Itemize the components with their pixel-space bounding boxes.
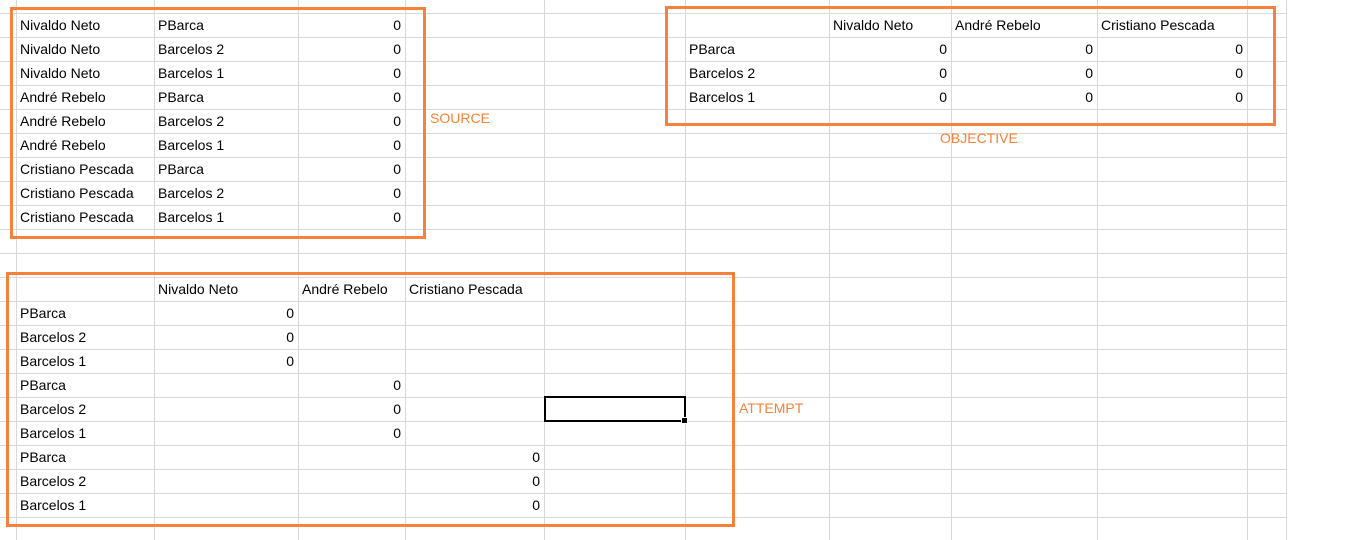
objective-value-cell[interactable]: 0: [1235, 89, 1243, 105]
source-value-cell[interactable]: 0: [393, 113, 401, 129]
source-name-cell[interactable]: André Rebelo: [20, 137, 106, 153]
source-label: SOURCE: [430, 110, 490, 126]
column-gridline: [16, 0, 17, 540]
attempt-value-cell[interactable]: 0: [393, 401, 401, 417]
objective-value-cell[interactable]: 0: [1085, 89, 1093, 105]
source-name-cell[interactable]: Cristiano Pescada: [20, 185, 134, 201]
source-name-cell[interactable]: Nivaldo Neto: [20, 65, 101, 81]
fill-handle[interactable]: [681, 417, 688, 424]
selected-cell[interactable]: [544, 396, 688, 424]
attempt-header-cell[interactable]: André Rebelo: [302, 281, 388, 297]
column-gridline: [829, 0, 830, 540]
source-value-cell[interactable]: 0: [393, 89, 401, 105]
column-gridline: [298, 0, 299, 540]
objective-header-cell[interactable]: André Rebelo: [955, 17, 1041, 33]
attempt-value-cell[interactable]: 0: [286, 353, 294, 369]
source-name-cell[interactable]: Nivaldo Neto: [20, 17, 101, 33]
source-name-cell[interactable]: Cristiano Pescada: [20, 161, 134, 177]
attempt-value-cell[interactable]: 0: [532, 449, 540, 465]
attempt-row-label[interactable]: Barcelos 1: [20, 425, 87, 441]
source-value-cell[interactable]: 0: [393, 185, 401, 201]
attempt-row-label[interactable]: Barcelos 2: [20, 473, 87, 489]
objective-row-label[interactable]: Barcelos 2: [689, 65, 756, 81]
source-location-cell[interactable]: Barcelos 2: [158, 41, 225, 57]
column-gridline: [951, 0, 952, 540]
column-gridline: [1286, 0, 1287, 540]
objective-row-label[interactable]: Barcelos 1: [689, 89, 756, 105]
source-box: [10, 7, 426, 239]
source-location-cell[interactable]: PBarca: [158, 161, 204, 177]
source-name-cell[interactable]: Nivaldo Neto: [20, 41, 101, 57]
column-gridline: [685, 0, 686, 540]
objective-header-cell[interactable]: Cristiano Pescada: [1101, 17, 1215, 33]
attempt-value-cell[interactable]: 0: [393, 425, 401, 441]
source-location-cell[interactable]: PBarca: [158, 89, 204, 105]
source-location-cell[interactable]: Barcelos 2: [158, 113, 225, 129]
objective-row-label[interactable]: PBarca: [689, 41, 735, 57]
source-location-cell[interactable]: PBarca: [158, 17, 204, 33]
attempt-row-label[interactable]: Barcelos 2: [20, 329, 87, 345]
attempt-row-label[interactable]: PBarca: [20, 305, 66, 321]
column-gridline: [544, 0, 545, 540]
source-value-cell[interactable]: 0: [393, 41, 401, 57]
attempt-value-cell[interactable]: 0: [286, 305, 294, 321]
attempt-row-label[interactable]: Barcelos 1: [20, 353, 87, 369]
source-value-cell[interactable]: 0: [393, 65, 401, 81]
column-gridline: [1247, 0, 1248, 540]
attempt-row-label[interactable]: Barcelos 1: [20, 497, 87, 513]
source-value-cell[interactable]: 0: [393, 209, 401, 225]
objective-value-cell[interactable]: 0: [939, 65, 947, 81]
objective-value-cell[interactable]: 0: [1235, 41, 1243, 57]
source-location-cell[interactable]: Barcelos 1: [158, 209, 225, 225]
source-value-cell[interactable]: 0: [393, 161, 401, 177]
source-name-cell[interactable]: André Rebelo: [20, 89, 106, 105]
attempt-row-label[interactable]: Barcelos 2: [20, 401, 87, 417]
column-gridline: [154, 0, 155, 540]
source-name-cell[interactable]: Cristiano Pescada: [20, 209, 134, 225]
objective-value-cell[interactable]: 0: [939, 89, 947, 105]
attempt-row-label[interactable]: PBarca: [20, 377, 66, 393]
attempt-value-cell[interactable]: 0: [532, 497, 540, 513]
objective-label: OBJECTIVE: [940, 130, 1018, 146]
source-value-cell[interactable]: 0: [393, 137, 401, 153]
attempt-value-cell[interactable]: 0: [532, 473, 540, 489]
attempt-header-cell[interactable]: Nivaldo Neto: [158, 281, 239, 297]
attempt-value-cell[interactable]: 0: [286, 329, 294, 345]
attempt-value-cell[interactable]: 0: [393, 377, 401, 393]
attempt-row-label[interactable]: PBarca: [20, 449, 66, 465]
spreadsheet-grid[interactable]: [0, 0, 1286, 540]
objective-box: [665, 6, 1276, 126]
objective-value-cell[interactable]: 0: [1085, 65, 1093, 81]
source-location-cell[interactable]: Barcelos 1: [158, 65, 225, 81]
objective-value-cell[interactable]: 0: [1085, 41, 1093, 57]
source-location-cell[interactable]: Barcelos 1: [158, 137, 225, 153]
objective-header-cell[interactable]: Nivaldo Neto: [833, 17, 914, 33]
source-value-cell[interactable]: 0: [393, 17, 401, 33]
attempt-label: ATTEMPT: [739, 400, 804, 416]
attempt-header-cell[interactable]: Cristiano Pescada: [409, 281, 523, 297]
attempt-box: [6, 272, 735, 527]
source-location-cell[interactable]: Barcelos 2: [158, 185, 225, 201]
objective-value-cell[interactable]: 0: [1235, 65, 1243, 81]
column-gridline: [405, 0, 406, 540]
source-name-cell[interactable]: André Rebelo: [20, 113, 106, 129]
column-gridline: [1097, 0, 1098, 540]
objective-value-cell[interactable]: 0: [939, 41, 947, 57]
